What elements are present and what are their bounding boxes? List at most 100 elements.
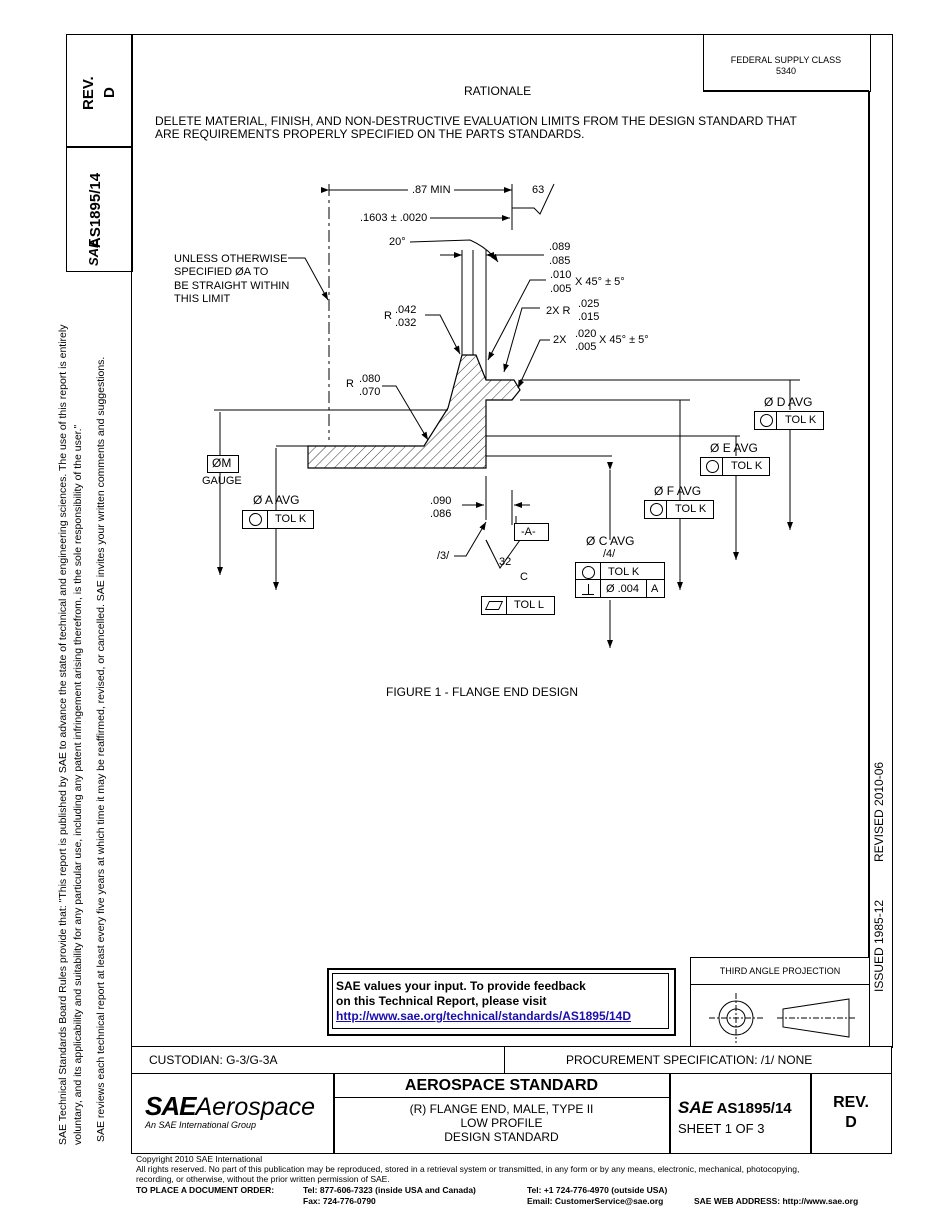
e-tol-divider bbox=[722, 458, 723, 475]
procurement: PROCUREMENT SPECIFICATION: /1/ NONE bbox=[566, 1053, 813, 1067]
diameter-icon: Ø bbox=[764, 395, 774, 409]
flange-section bbox=[307, 354, 521, 469]
title-block: SAEAerospace An SAE International Group … bbox=[131, 1073, 892, 1154]
m-gauge-box: ØM bbox=[207, 455, 239, 473]
dim-070: .070 bbox=[359, 386, 381, 398]
tel-outside: Tel: +1 724-776-4970 (outside USA) bbox=[527, 1185, 668, 1195]
r-label-080: R bbox=[346, 378, 354, 390]
supply-class-box bbox=[703, 34, 871, 92]
flatness-icon bbox=[484, 601, 504, 610]
supply-class-underline bbox=[703, 90, 869, 91]
rights-line-2: recording, or otherwise, without the pri… bbox=[136, 1174, 390, 1184]
a-tol-frame: TOL K bbox=[242, 510, 314, 529]
e-avg-text: E AVG bbox=[722, 441, 758, 455]
flatness-tol-l: TOL L bbox=[514, 599, 544, 611]
sae-mark-icon: SAE bbox=[678, 1098, 713, 1117]
dim-1603-value: .1603 bbox=[360, 212, 388, 224]
dim-086: .086 bbox=[430, 508, 452, 520]
f-avg-label: Ø F AVG bbox=[654, 484, 702, 499]
e-tol-frame: TOL K bbox=[700, 457, 770, 476]
note-a-to: A TO bbox=[243, 266, 269, 278]
r-label-042: R bbox=[384, 310, 392, 322]
flatness-divider bbox=[506, 597, 507, 614]
finish-32: 32 bbox=[499, 556, 512, 568]
issued-date: ISSUED 1985-12 bbox=[872, 899, 886, 992]
m-gauge-label: ØM bbox=[212, 456, 231, 471]
projection-box: THIRD ANGLE PROJECTION bbox=[690, 957, 870, 1047]
diameter-icon: Ø bbox=[235, 266, 244, 278]
diameter-icon: Ø bbox=[212, 456, 222, 470]
dim-042: .042 bbox=[395, 304, 417, 316]
feedback-line-2: on this Technical Report, please visit bbox=[336, 994, 547, 1008]
feedback-line-1: SAE values your input. To provide feedba… bbox=[336, 979, 586, 993]
e-avg-label: Ø E AVG bbox=[710, 441, 758, 456]
figure-caption: FIGURE 1 - FLANGE END DESIGN bbox=[386, 685, 579, 699]
rev-column bbox=[66, 34, 133, 272]
f-avg-text: F AVG bbox=[666, 484, 702, 498]
custodian-row: CUSTODIAN: G-3/G-3A PROCUREMENT SPECIFIC… bbox=[131, 1046, 892, 1074]
datum-a-box: -A- bbox=[514, 523, 549, 541]
dim-080: .080 bbox=[359, 373, 381, 385]
dim-090: .090 bbox=[430, 495, 452, 507]
custodian: CUSTODIAN: G-3/G-3A bbox=[149, 1053, 278, 1067]
note-4-ref: /4/ bbox=[603, 548, 616, 560]
c-tol-hdivider bbox=[576, 579, 664, 580]
title-line-1: (R) FLANGE END, MALE, TYPE II bbox=[409, 1102, 594, 1116]
feedback-inner bbox=[332, 973, 669, 1029]
feedback-link[interactable]: http://www.sae.org/technical/standards/A… bbox=[336, 1009, 631, 1023]
feedback-box: SAE values your input. To provide feedba… bbox=[327, 968, 676, 1036]
rev-divider bbox=[66, 146, 132, 148]
rationale-title: RATIONALE bbox=[464, 84, 532, 98]
note-3-ref: /3/ bbox=[437, 550, 450, 562]
d-avg-label: Ø D AVG bbox=[764, 395, 813, 410]
web-address: SAE WEB ADDRESS: http://www.sae.org bbox=[694, 1196, 859, 1206]
flange-drawing bbox=[214, 183, 800, 648]
note-line-4: THIS LIMIT bbox=[174, 293, 231, 305]
d-tol-frame: TOL K bbox=[754, 411, 824, 430]
tel-inside: Tel: 877-606-7323 (inside USA and Canada… bbox=[303, 1185, 476, 1195]
circularity-icon bbox=[650, 503, 663, 516]
c-tol-frame: TOL K Ø .004 A bbox=[575, 562, 665, 598]
tb-hdiv bbox=[333, 1097, 670, 1098]
d-avg-text: D AVG bbox=[776, 395, 813, 409]
dim-089: .089 bbox=[549, 241, 571, 253]
date-column-divider bbox=[868, 34, 870, 1046]
email: Email: CustomerService@sae.org bbox=[527, 1196, 664, 1206]
supply-class-number: 5340 bbox=[775, 66, 797, 76]
dim-085: .085 bbox=[549, 255, 571, 267]
c-pos-divider bbox=[646, 580, 647, 597]
angle-20: 20° bbox=[389, 236, 406, 248]
c-pos-value: Ø .004 bbox=[606, 583, 639, 596]
tb-div-1 bbox=[333, 1074, 335, 1153]
dim-025: .025 bbox=[578, 298, 600, 310]
dim-1603: .1603 ± .0020 bbox=[360, 212, 427, 225]
diameter-icon: Ø bbox=[710, 441, 720, 455]
dim-020: .020 bbox=[575, 328, 597, 340]
dim-87-min: .87 MIN bbox=[412, 184, 451, 196]
diameter-icon: Ø bbox=[654, 484, 664, 498]
rationale-line-1: DELETE MATERIAL, FINISH, AND NON-DESTRUC… bbox=[155, 114, 797, 128]
dim-015: .015 bbox=[578, 311, 600, 323]
finish-c: C bbox=[520, 571, 528, 583]
note-line-2: SPECIFIED ØA TO bbox=[174, 266, 268, 279]
dim-010: .010 bbox=[550, 269, 572, 281]
rights-line-1: All rights reserved. No part of this pub… bbox=[136, 1164, 800, 1174]
title-line-3: DESIGN STANDARD bbox=[444, 1130, 559, 1144]
tb-rev-value: D bbox=[845, 1114, 857, 1131]
diameter-icon: Ø bbox=[253, 493, 263, 507]
projection-symbol-icon bbox=[709, 993, 855, 1043]
c-tol-vdivider bbox=[600, 563, 601, 597]
logo-sae: SAE bbox=[145, 1091, 196, 1121]
circularity-icon bbox=[249, 513, 262, 526]
dim-1603-tol: .0020 bbox=[399, 212, 428, 224]
dim-005a: .005 bbox=[550, 283, 572, 295]
logo-aerospace: Aerospace bbox=[195, 1093, 315, 1121]
a-tol-k: TOL K bbox=[275, 513, 307, 525]
order-label: TO PLACE A DOCUMENT ORDER: bbox=[136, 1185, 275, 1195]
a-tol-divider bbox=[267, 511, 268, 528]
twox-r: 2X R bbox=[546, 305, 571, 317]
gauge-label: GAUGE bbox=[202, 475, 242, 487]
diameter-icon: Ø bbox=[586, 534, 596, 548]
sheet-number: SHEET 1 OF 3 bbox=[678, 1121, 765, 1136]
diameter-icon: Ø bbox=[606, 583, 615, 595]
